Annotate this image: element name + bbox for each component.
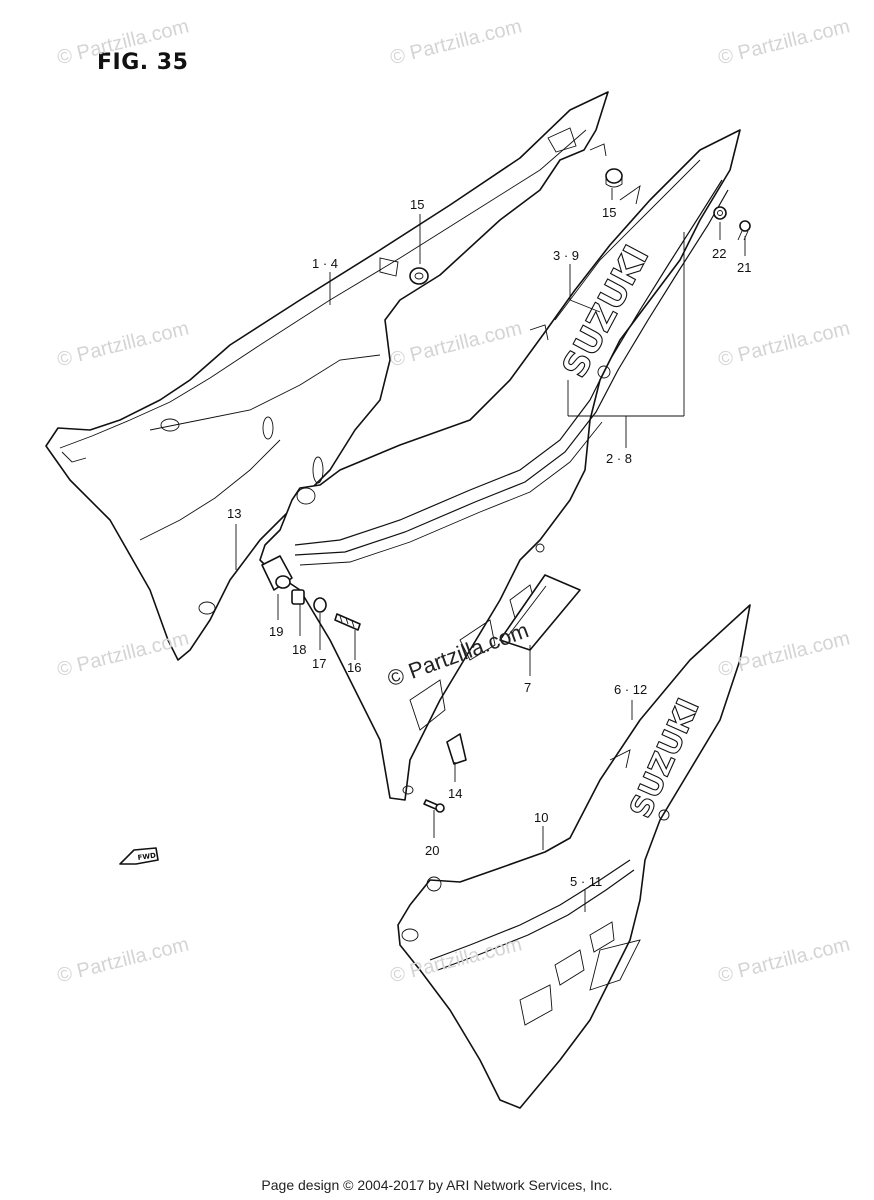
callout-7: 7 xyxy=(524,680,531,695)
grommet-15-left xyxy=(409,267,429,285)
callout-6-12: 6 · 12 xyxy=(614,682,647,697)
callout-16: 16 xyxy=(347,660,361,675)
fwd-label: FWD xyxy=(137,851,156,861)
grommet-15-right xyxy=(605,168,623,188)
callout-22: 22 xyxy=(712,246,726,261)
page-footer: Page design © 2004-2017 by ARI Network S… xyxy=(261,1177,613,1193)
callout-15-right: 15 xyxy=(602,205,616,220)
callout-17: 17 xyxy=(312,656,326,671)
callout-1-4: 1 · 4 xyxy=(312,256,338,271)
callout-14: 14 xyxy=(448,786,462,801)
fwd-direction-arrow: FWD xyxy=(119,847,159,865)
callout-3-9: 3 · 9 xyxy=(553,248,579,263)
callout-20: 20 xyxy=(425,843,439,858)
nut-22 xyxy=(713,206,727,220)
callout-13: 13 xyxy=(227,506,241,521)
bracket-7 xyxy=(499,574,581,651)
pad-14 xyxy=(446,733,467,765)
fastener-stack xyxy=(261,555,361,631)
callout-labels: 1 · 4 15 15 22 21 3 · 9 2 · 8 13 19 18 1… xyxy=(227,197,751,889)
callout-10: 10 xyxy=(534,810,548,825)
leader-lines xyxy=(235,188,746,912)
callout-19: 19 xyxy=(269,624,283,639)
screw-21 xyxy=(737,220,751,241)
callout-15-left: 15 xyxy=(410,197,424,212)
callout-21: 21 xyxy=(737,260,751,275)
screw-20 xyxy=(423,799,445,813)
callout-2-8: 2 · 8 xyxy=(606,451,632,466)
figure-title: FIG. 35 xyxy=(97,50,189,75)
callout-5-11: 5 · 11 xyxy=(570,874,602,889)
frame-cover-left-upper xyxy=(45,91,609,661)
callout-18: 18 xyxy=(292,642,306,657)
